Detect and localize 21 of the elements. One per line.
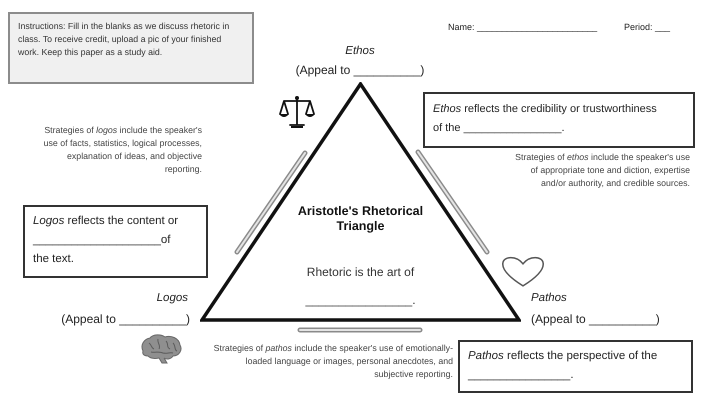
appeal-name: Pathos xyxy=(531,291,568,306)
fill-in-label: (Appeal to __________) xyxy=(60,311,190,327)
name-field-label: Name: ________________________ xyxy=(448,21,598,33)
instructions-box xyxy=(8,12,254,84)
fill-in-label: (Appeal to __________) xyxy=(531,311,661,327)
fill-in-sentence: Logos reflects the content or ____________________of the text. xyxy=(33,214,180,267)
strategies-text: Strategies of logos include the speaker's use of facts, statistics, logical processes, explanation of ideas, and objective reporting. xyxy=(42,124,202,176)
fill-in-sentence: Rhetoric is the art of ________________. xyxy=(304,264,417,309)
period-field-label: Period: ___ xyxy=(624,21,672,33)
strategies-text: Strategies of ethos include the speaker's use of appropriate tone and diction, expertise and/or authority, and credible sources. xyxy=(514,151,690,190)
definition-box xyxy=(23,205,208,278)
strategies-text: Strategies of pathos include the speaker's use of emotionally-loaded language or images, personal anecdotes, and subjective reporting. xyxy=(212,342,453,381)
instructions-text: Instructions: Fill in the blanks as we discuss rhetoric in class. To receive credit, upload a pic of your finished work. Keep this paper as a study aid. xyxy=(18,20,230,59)
triangle-title: Aristotle's Rhetorical Triangle xyxy=(296,204,424,234)
fill-in-sentence: Pathos reflects the perspective of the ________________. xyxy=(468,349,658,383)
definition-box xyxy=(423,92,695,148)
appeal-name: Ethos xyxy=(344,44,376,59)
definition-box xyxy=(458,340,693,393)
appeal-name: Logos xyxy=(156,291,188,306)
fill-in-label: (Appeal to __________) xyxy=(294,62,426,78)
fill-in-sentence: Ethos reflects the credibility or trustworthiness of the ________________. xyxy=(433,102,658,136)
